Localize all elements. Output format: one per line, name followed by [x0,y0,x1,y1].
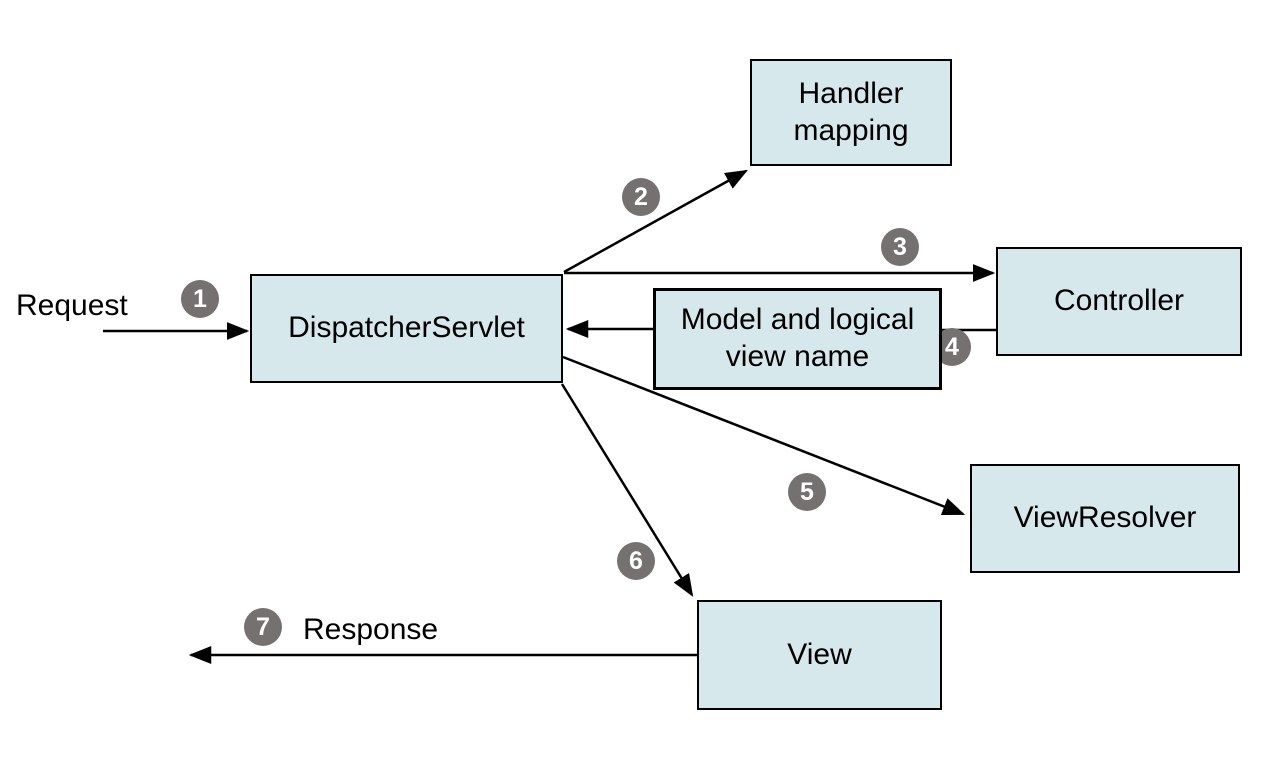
node-dispatcher-servlet-label: DispatcherServlet [288,311,525,345]
node-view-resolver-label: ViewResolver [1013,501,1197,535]
node-handler-mapping: Handler mapping [750,59,952,166]
step-3-badge: 3 [881,228,919,266]
node-handler-mapping-label: Handler mapping [793,76,909,147]
node-view-resolver: ViewResolver [970,464,1240,573]
step-6-badge: 6 [617,542,655,580]
node-controller-label: Controller [1053,284,1185,318]
node-view-label: View [787,637,852,671]
step-1-badge: 1 [181,280,219,318]
arrow-6-dispatcher-to-view [560,383,694,597]
step-2-badge: 2 [622,178,660,216]
step-7-badge: 7 [244,608,282,646]
step-5-badge: 5 [788,473,826,511]
node-dispatcher-servlet: DispatcherServlet [250,274,563,383]
node-controller: Controller [996,247,1242,356]
node-model-and-logical-view-name: Model and logical view name [653,288,942,390]
response-label: Response [303,613,439,646]
arrow-2-dispatcher-to-handler-mapping [563,169,748,274]
node-model-and-logical-view-name-label: Model and logical view name [680,303,915,373]
request-label: Request [16,289,128,322]
node-view: View [697,600,942,710]
arrow-5-dispatcher-to-viewresolver [562,355,966,516]
